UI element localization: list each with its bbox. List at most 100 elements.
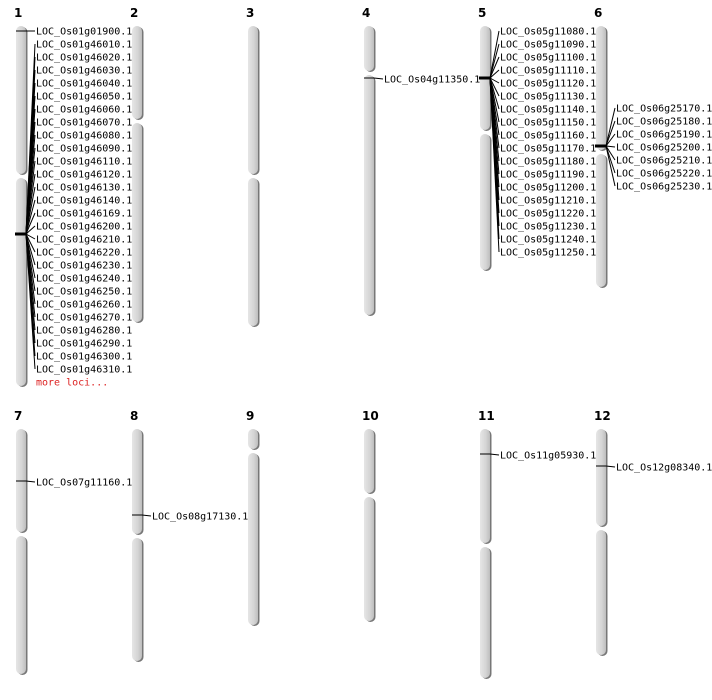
locus-label[interactable]: LOC_Os06g25230.1 (616, 182, 712, 193)
locus-connector (25, 212, 36, 235)
locus-connector (489, 30, 500, 79)
locus-label[interactable]: LOC_Os01g46010.1 (36, 40, 132, 51)
locus-label[interactable]: LOC_Os01g46310.1 (36, 365, 132, 376)
locus-label[interactable]: LOC_Os05g11190.1 (500, 170, 596, 181)
chromosome-2[interactable]: 2 (130, 6, 144, 323)
locus-connector (605, 107, 616, 147)
p-arm (364, 26, 374, 71)
locus-label[interactable]: LOC_Os01g46230.1 (36, 261, 132, 272)
locus-connector (489, 43, 500, 79)
q-arm (364, 497, 374, 621)
locus-label[interactable]: LOC_Os05g11240.1 (500, 235, 596, 246)
locus-connector (605, 465, 616, 468)
locus-label[interactable]: LOC_Os06g25170.1 (616, 104, 712, 115)
locus-label[interactable]: LOC_Os01g46300.1 (36, 352, 132, 363)
locus-label[interactable]: LOC_Os01g46210.1 (36, 235, 132, 246)
locus-label[interactable]: LOC_Os06g25200.1 (616, 143, 712, 154)
locus-label[interactable]: LOC_Os05g11210.1 (500, 196, 596, 207)
q-arm (132, 538, 142, 661)
p-arm (480, 429, 490, 543)
locus-label[interactable]: LOC_Os05g11120.1 (500, 79, 596, 90)
locus-connector (489, 77, 500, 253)
chromosome-number: 2 (130, 6, 138, 20)
locus-label[interactable]: LOC_Os06g25220.1 (616, 169, 712, 180)
locus-label[interactable]: LOC_Os05g11170.1 (500, 144, 596, 155)
locus-connector (489, 77, 500, 97)
chromosome-6[interactable]: 6LOC_Os06g25170.1LOC_Os06g25180.1LOC_Os0… (594, 6, 712, 288)
locus-connector (605, 145, 616, 148)
locus-label[interactable]: LOC_Os05g11200.1 (500, 183, 596, 194)
locus-label[interactable]: LOC_Os01g01900.1 (36, 27, 132, 38)
locus-label[interactable]: LOC_Os01g46270.1 (36, 313, 132, 324)
locus-label[interactable]: LOC_Os05g11130.1 (500, 92, 596, 103)
q-arm (16, 178, 26, 386)
chromosome-10[interactable]: 10 (362, 409, 379, 622)
locus-label[interactable]: LOC_Os05g11230.1 (500, 222, 596, 233)
locus-label[interactable]: LOC_Os06g25180.1 (616, 117, 712, 128)
locus-label[interactable]: LOC_Os06g25190.1 (616, 130, 712, 141)
chromosome-1[interactable]: 1LOC_Os01g01900.1LOC_Os01g46010.1LOC_Os0… (14, 6, 132, 389)
locus-label[interactable]: LOC_Os01g46220.1 (36, 248, 132, 259)
locus-label[interactable]: LOC_Os01g46290.1 (36, 339, 132, 350)
locus-label[interactable]: LOC_Os01g46040.1 (36, 79, 132, 90)
locus-label[interactable]: LOC_Os05g11080.1 (500, 27, 596, 38)
q-arm (596, 154, 606, 287)
p-arm (596, 429, 606, 526)
locus-label[interactable]: LOC_Os01g46140.1 (36, 196, 132, 207)
locus-label[interactable]: LOC_Os01g46030.1 (36, 66, 132, 77)
locus-label[interactable]: LOC_Os05g11100.1 (500, 53, 596, 64)
locus-connector (25, 225, 36, 235)
locus-label[interactable]: LOC_Os01g46200.1 (36, 222, 132, 233)
locus-label[interactable]: LOC_Os05g11160.1 (500, 131, 596, 142)
locus-label[interactable]: LOC_Os05g11180.1 (500, 157, 596, 168)
more-loci-link[interactable]: more loci... (36, 378, 108, 389)
locus-label[interactable]: LOC_Os05g11150.1 (500, 118, 596, 129)
locus-label[interactable]: LOC_Os01g46050.1 (36, 92, 132, 103)
locus-label[interactable]: LOC_Os01g46280.1 (36, 326, 132, 337)
locus-connector (489, 453, 500, 456)
locus-label[interactable]: LOC_Os01g46080.1 (36, 131, 132, 142)
chromosome-number: 6 (594, 6, 602, 20)
locus-label[interactable]: LOC_Os01g46240.1 (36, 274, 132, 285)
locus-label[interactable]: LOC_Os01g46130.1 (36, 183, 132, 194)
locus-label[interactable]: LOC_Os01g46090.1 (36, 144, 132, 155)
p-arm (132, 429, 142, 534)
locus-label[interactable]: LOC_Os01g46169.1 (36, 209, 132, 220)
locus-label[interactable]: LOC_Os01g46120.1 (36, 170, 132, 181)
locus-connector (25, 480, 36, 483)
locus-label[interactable]: LOC_Os12g08340.1 (616, 463, 712, 474)
chromosome-3[interactable]: 3 (246, 6, 260, 327)
locus-label[interactable]: LOC_Os01g46260.1 (36, 300, 132, 311)
locus-label[interactable]: LOC_Os01g46060.1 (36, 105, 132, 116)
locus-label[interactable]: LOC_Os01g46250.1 (36, 287, 132, 298)
locus-label[interactable]: LOC_Os11g05930.1 (500, 451, 596, 462)
locus-label[interactable]: LOC_Os01g46070.1 (36, 118, 132, 129)
locus-label[interactable]: LOC_Os05g11220.1 (500, 209, 596, 220)
chromosome-number: 11 (478, 409, 495, 423)
locus-label[interactable]: LOC_Os04g11350.1 (384, 75, 480, 86)
locus-label[interactable]: LOC_Os08g17130.1 (152, 512, 248, 523)
chromosome-number: 7 (14, 409, 22, 423)
locus-connector (605, 145, 616, 161)
q-arm (596, 530, 606, 655)
chromosome-9[interactable]: 9 (246, 409, 260, 626)
locus-connector (489, 77, 500, 84)
chromosome-5[interactable]: 5LOC_Os05g11080.1LOC_Os05g11090.1LOC_Os0… (478, 6, 596, 271)
locus-label[interactable]: LOC_Os05g11090.1 (500, 40, 596, 51)
locus-label[interactable]: LOC_Os01g46110.1 (36, 157, 132, 168)
locus-connector (605, 145, 616, 187)
locus-label[interactable]: LOC_Os07g11160.1 (36, 478, 132, 489)
locus-label[interactable]: LOC_Os05g11110.1 (500, 66, 596, 77)
chromosome-number: 1 (14, 6, 22, 20)
locus-connector (605, 133, 616, 147)
locus-label[interactable]: LOC_Os06g25210.1 (616, 156, 712, 167)
locus-label[interactable]: LOC_Os05g11140.1 (500, 105, 596, 116)
locus-label[interactable]: LOC_Os05g11250.1 (500, 248, 596, 259)
locus-label[interactable]: LOC_Os01g46020.1 (36, 53, 132, 64)
